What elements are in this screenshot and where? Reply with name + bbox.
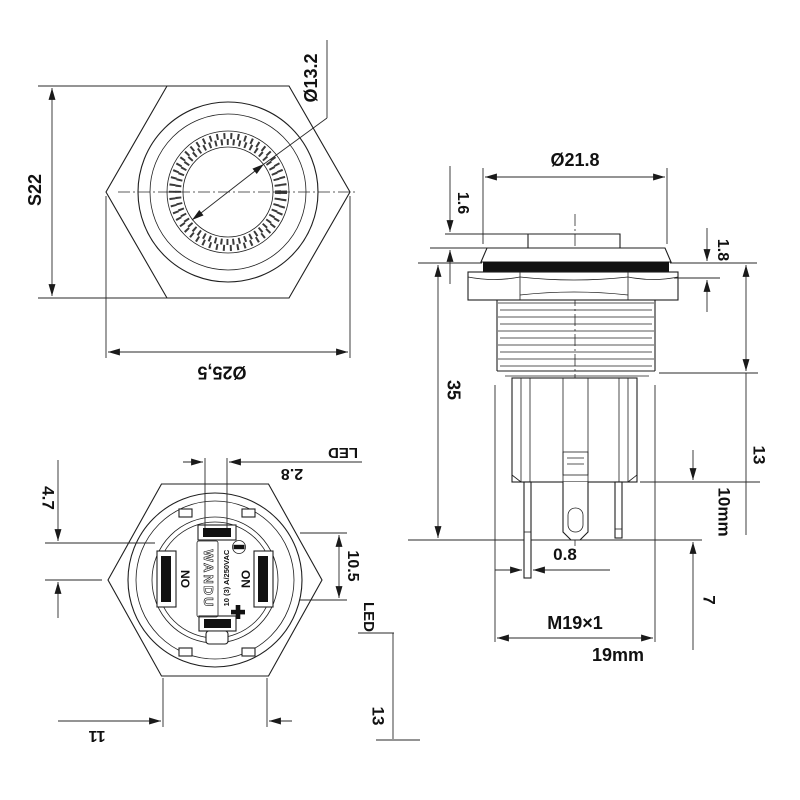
dim-terminal-row-offset: 13 <box>369 707 388 726</box>
dim-led-pin-spacing: 2.8 <box>281 465 303 482</box>
body-latch-detail <box>562 451 589 476</box>
nut-chamfer-arc <box>627 276 679 280</box>
dim-head-diameter: Ø21.8 <box>550 150 599 170</box>
dim-panel-depth: 10mm <box>715 487 734 536</box>
rear-inner-circle <box>135 500 295 660</box>
side-actuator-step <box>527 233 621 248</box>
rating-label: 10 (3) A/250VAC <box>222 549 231 606</box>
brand-label: WANDU <box>201 549 216 608</box>
switch-terminal-right-contact <box>258 556 268 602</box>
body-chamfer <box>511 474 522 483</box>
nut-chamfer-arc <box>519 291 629 296</box>
dim-corner-diameter: Ø25,5 <box>197 362 246 382</box>
dim-pin-length: 7 <box>700 595 719 604</box>
nut-chamfer-arc <box>467 276 521 280</box>
side-pin-left <box>523 481 532 579</box>
dim-thread-spec: M19×1 <box>547 613 603 633</box>
side-pin-center <box>562 482 589 541</box>
rear-hex-outline <box>107 483 323 677</box>
dim-total-length: 35 <box>443 380 463 400</box>
side-thread-section <box>496 300 656 377</box>
minus-bar <box>233 544 245 550</box>
housing-tab <box>178 647 193 657</box>
dim-pin-thickness: 0.8 <box>553 545 577 564</box>
housing-tab <box>178 508 193 518</box>
housing-tab <box>241 647 256 657</box>
dim-led-offset: 4.7 <box>39 486 58 510</box>
front-view: S22 Ø13.2 Ø25,5 <box>25 40 356 382</box>
dim-across-flats: S22 <box>25 174 45 206</box>
pin-center-hole <box>567 507 584 533</box>
leader-line <box>263 117 328 165</box>
dim-upper-body-length: 13 <box>750 446 769 465</box>
minus-icon <box>232 540 246 554</box>
minus-circle <box>232 540 246 554</box>
rear-outer-circle <box>127 492 303 668</box>
led-label-right: LED <box>360 602 377 632</box>
led-terminal-top-contact <box>203 528 231 537</box>
dim-line <box>227 163 265 193</box>
led-terminal-bottom-contact <box>204 619 231 628</box>
switch-terminal-left-contact <box>161 556 171 602</box>
dim-terminal-pitch: 10.5 <box>344 550 361 581</box>
dim-actuator-height: 1.6 <box>454 192 471 214</box>
terminal-right-label: NO <box>239 570 253 588</box>
led-label-top: LED <box>328 444 358 461</box>
dim-bezel-height: 1.8 <box>714 239 731 261</box>
nut-chamfer-arc <box>519 276 629 281</box>
side-hex-nut <box>467 271 679 301</box>
plus-bar-v <box>235 605 241 619</box>
rear-view: NO NO WANDU 10 (3) A/250VAC 4.7 2.8 LED <box>39 444 420 744</box>
side-lower-body <box>511 377 638 483</box>
dim-led-ring-diameter: Ø13.2 <box>301 53 321 102</box>
dim-thread-diameter: 19mm <box>592 645 644 665</box>
dim-line <box>191 191 229 221</box>
side-o-ring <box>483 262 669 272</box>
rear-bottom-tab <box>205 630 229 645</box>
housing-tab <box>241 508 256 518</box>
side-cap <box>480 247 672 263</box>
plus-icon <box>231 605 245 619</box>
side-view: Ø21.8 1.6 1.8 35 13 10mm 7 0.8 <box>408 150 769 665</box>
body-chamfer <box>627 474 638 483</box>
brand-stamp-box <box>196 540 219 618</box>
side-pin-right <box>614 481 623 539</box>
dim-terminal-width: 11 <box>88 727 105 744</box>
terminal-left-label: NO <box>178 570 192 588</box>
